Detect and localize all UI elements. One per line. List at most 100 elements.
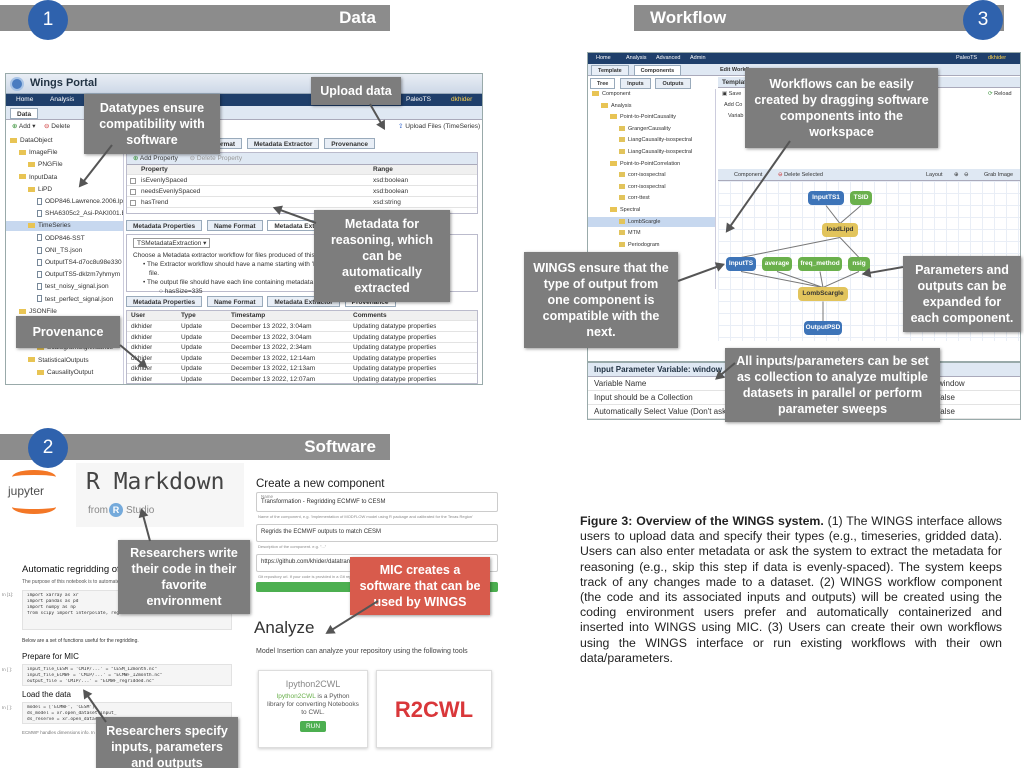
wf-grab-image-button[interactable]: Grab Image [984, 172, 1014, 178]
wf-subtab-outputs[interactable]: Outputs [655, 78, 691, 89]
tab-metadata-extractor[interactable]: Metadata Extractor [246, 138, 320, 149]
wf-tree-item[interactable]: Periodogram [588, 240, 660, 250]
delete-property-button[interactable]: ⊖ Delete Property [189, 155, 243, 162]
tab3-metadata-properties[interactable]: Metadata Properties [126, 296, 203, 307]
tree-item[interactable]: JSONFile [6, 307, 57, 317]
wf-nav-advanced[interactable]: Advanced [656, 55, 681, 61]
zoom-out-icon[interactable]: ⊖ [964, 172, 969, 178]
row-checkbox[interactable] [130, 200, 136, 206]
wf-tree-item[interactable]: Point-to-PointCorrelation [588, 159, 680, 169]
wf-reload-button[interactable]: ⟳ Reload [988, 91, 1012, 97]
wf-tree-item[interactable]: Component [588, 89, 630, 99]
name-field[interactable]: Name Transformation - Regridding ECMWF t… [256, 492, 498, 512]
tree-item[interactable]: TimeSeries [6, 221, 123, 232]
tab-data[interactable]: Data [10, 108, 39, 119]
tree-item-label: InputData [29, 173, 58, 181]
add-property-button[interactable]: ⊕ Add Property [133, 155, 178, 162]
workflow-node-average[interactable]: average [762, 257, 792, 271]
workflow-node-outputpsd[interactable]: OutputPSD [804, 321, 842, 335]
tree-item[interactable]: OutputTS5-dklzm7yhmym [6, 270, 120, 280]
tree-item[interactable]: DataObject [6, 136, 53, 146]
tree-item-label: OutputTS5-dklzm7yhmym [45, 271, 121, 279]
upload-files-button[interactable]: ⇪ Upload Files (TimeSeries) [398, 123, 481, 130]
tab2-metadata-properties[interactable]: Metadata Properties [126, 220, 203, 231]
delete-button[interactable]: ⊖ Delete [44, 123, 71, 130]
wf-tree-item[interactable]: corr-isospectral [588, 182, 666, 192]
workflow-node-lombscargle[interactable]: LombScargle [798, 287, 848, 301]
tree-item[interactable]: OutputTS4-d7oc8u98e330 [6, 258, 122, 268]
row-checkbox[interactable] [130, 189, 136, 195]
tree-item[interactable]: ODP846-SST [6, 234, 85, 244]
wf-nav-home[interactable]: Home [596, 55, 611, 61]
folder-icon [19, 149, 26, 155]
tree-item[interactable]: CausalityOutput [6, 368, 93, 378]
wf-nav-group[interactable]: PaleoTS [956, 55, 978, 61]
workflow-node-loadlipd[interactable]: loadLipd [822, 223, 858, 237]
workflow-node-inputTS1[interactable]: InputTS1 [808, 191, 844, 205]
nav-group[interactable]: PaleoTS [406, 96, 431, 103]
wf-tree-item[interactable]: Spectral [588, 205, 640, 215]
tab2-name-format[interactable]: Name Format [206, 220, 263, 231]
tree-item[interactable]: PNGFile [6, 160, 63, 170]
workflow-node-tsid[interactable]: TSID [850, 191, 872, 205]
prov-user: dkhider [131, 354, 153, 362]
wf-tree-item[interactable]: LiangCausality-isospectral [588, 147, 692, 157]
tree-item[interactable]: LiPD [6, 185, 52, 195]
row-checkbox[interactable] [130, 178, 136, 184]
ipython2cwl-run-button[interactable]: RUN [299, 721, 327, 732]
wf-tree-item[interactable]: corr-isospectral [588, 170, 666, 180]
description-field[interactable]: Regrids the ECMWF outputs to match CESM [256, 524, 498, 542]
extractor-select[interactable]: TSMetadataExtraction ▾ [133, 238, 211, 248]
wf-tree-item[interactable]: MTM [588, 228, 641, 238]
wf-tree-item[interactable]: Analysis [588, 101, 631, 111]
nav-analysis[interactable]: Analysis [50, 96, 75, 103]
wf-nav-analysis[interactable]: Analysis [626, 55, 647, 61]
tree-item[interactable]: ONI_TS.json [6, 246, 82, 256]
workflow-node-inputTS[interactable]: InputTS [726, 257, 756, 271]
tree-item[interactable]: test_perfect_signal.json [6, 295, 113, 305]
tree-item[interactable]: ODP846.Lawrence.2006.lpd [6, 197, 123, 207]
wf-add-co[interactable]: Add Co [724, 102, 743, 108]
zoom-in-icon[interactable]: ⊕ [954, 172, 959, 178]
wf-tab-template[interactable]: Template [591, 65, 629, 76]
wf-nav-user[interactable]: dkhider [988, 55, 1007, 61]
wf-component-label: Component [734, 172, 763, 178]
r2cwl-card[interactable]: R2CWL [376, 670, 492, 748]
wf-tree-item[interactable]: LiangCausality-isospectral [588, 135, 692, 145]
tab3-name-format[interactable]: Name Format [206, 296, 263, 307]
wf-save-button[interactable]: ▣ Save [722, 91, 742, 97]
wf-layout-button[interactable]: Layout [926, 172, 943, 178]
tree-item[interactable]: StatisticalOutputs [6, 356, 89, 366]
tree-item[interactable]: ImageFile [6, 148, 58, 158]
wf-subtab-inputs[interactable]: Inputs [620, 78, 651, 89]
wf-subtab-tree[interactable]: Tree [590, 78, 616, 89]
wf-tab-components[interactable]: Components [633, 65, 682, 76]
workflow-node-freq_method[interactable]: freq_method [798, 257, 842, 271]
tree-item[interactable]: test_noisy_signal.json [6, 282, 109, 292]
tab-provenance[interactable]: Provenance [324, 138, 376, 149]
nav-user[interactable]: dkhider [451, 96, 473, 103]
file-icon [37, 234, 42, 242]
wf-nav-admin[interactable]: Admin [690, 55, 706, 61]
add-button[interactable]: ⊕ Add ▾ [12, 123, 36, 130]
tree-item[interactable]: InputData [6, 173, 57, 183]
nav-home[interactable]: Home [16, 96, 34, 103]
tree-item[interactable]: SHA6305c2_Asi-PAKI001.Esp [6, 209, 123, 219]
wf-tree-item[interactable]: Point-to-PointCausality [588, 112, 676, 122]
prov-type: Update [181, 375, 202, 383]
wf-tree-item[interactable]: GrangerCausality [588, 124, 671, 134]
wf-delete-selected-button[interactable]: ⊖ Delete Selected [778, 172, 823, 178]
wf-tree-item[interactable]: corr-ttest [588, 193, 650, 203]
wf-tree-item[interactable]: LombScargle [588, 216, 715, 227]
workflow-node-nsig[interactable]: nsig [848, 257, 870, 271]
